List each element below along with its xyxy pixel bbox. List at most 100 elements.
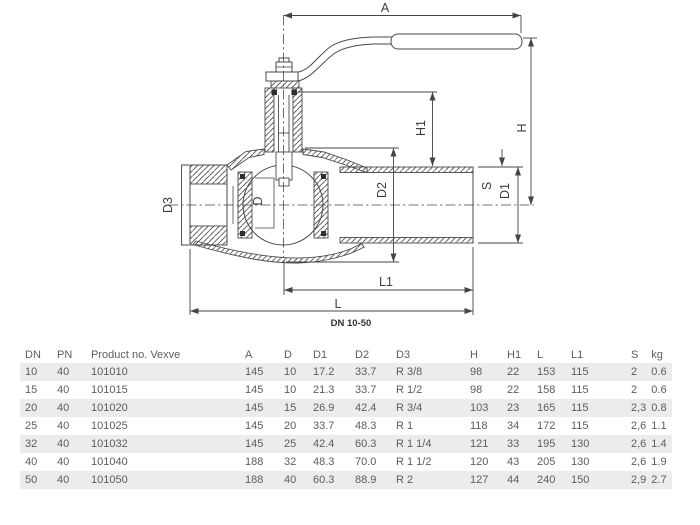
spec-table: DN PN Product no. Vexve A D D1 D2 D3 H H… [20,346,673,489]
cell: 101032 [86,435,240,453]
cell: 2,6 [631,420,647,432]
cell: 42.4 [350,399,391,417]
cell: 33 [502,435,532,453]
cell: 40 [52,435,86,453]
dim-d-bracket [255,177,275,229]
cell: 188 [240,471,279,489]
cell: 121 [465,435,502,453]
col-header-h: H [470,348,478,361]
dim-D1 [478,166,523,244]
cell: 33.7 [350,363,391,381]
cell: 101040 [91,456,128,468]
cell: 188 [245,456,264,468]
cell: 22 [502,363,532,381]
col-header-d3: D3 [396,348,411,361]
cell: 2,9 [626,471,647,489]
col-header-kg: kg [651,348,663,361]
cell: 20 [284,420,297,432]
cell: 17.2 [308,363,350,381]
handle [265,33,523,82]
dim-label-d: D [251,196,265,205]
cell: 10 [20,363,52,381]
col-header-l1: L1 [571,348,584,361]
cell: 98 [470,384,483,396]
cell: 2 [631,384,638,396]
cell: 40 [57,456,70,468]
cell: 50 [20,471,52,489]
cell: 145 [240,363,279,381]
dim-label-l1: L1 [379,275,393,289]
cell: 120 [470,456,489,468]
dim-label-d2: D2 [375,182,389,198]
cell: 23 [502,399,532,417]
cell: 0.6 [646,363,673,381]
cell: 101015 [91,384,128,396]
dimensions-group [181,12,537,315]
cell: 20 [20,399,52,417]
cell: 115 [571,384,589,396]
cell: 10 [284,384,297,396]
cell: 40 [25,456,38,468]
cell: 150 [566,471,626,489]
cell: 40 [52,363,86,381]
cell: 145 [240,399,279,417]
cell: 15 [25,384,38,396]
cell: 205 [537,456,556,468]
cell: 15 [279,399,308,417]
cell: 1.1 [651,420,667,432]
cell: R 1 1/2 [396,456,432,468]
dim-A [283,12,522,33]
cell: 44 [502,471,532,489]
col-header-a: A [245,348,253,361]
cell: R 1 [396,420,414,432]
cell: 130 [566,435,626,453]
valve-technical-drawing: A H H1 D3 D D2 S D1 L1 L DN 10-50 [161,1,537,329]
cell: 1.9 [651,456,667,468]
cell: 10 [279,363,308,381]
col-header-d2: D2 [355,348,370,361]
cell: 40 [52,471,86,489]
col-header-pn: PN [57,348,73,361]
cell: 43 [507,456,520,468]
cell: 33.7 [355,384,377,396]
col-header-s: S [631,348,639,361]
pipe-bottom-wall [339,237,474,244]
cell: 130 [571,456,590,468]
cell: 25 [25,420,38,432]
cell: 40 [279,471,308,489]
col-header-h1: H1 [507,348,522,361]
col-header-dn: DN [25,348,41,361]
cell: 60.3 [350,435,391,453]
cell: 25 [279,435,308,453]
cell: 48.3 [355,420,377,432]
cell: 158 [537,384,556,396]
cell: 165 [532,399,566,417]
cell: 145 [240,435,279,453]
cell: 32 [284,456,297,468]
cell: 115 [566,363,626,381]
stem-neck [264,80,303,187]
col-header-d: D [284,348,292,361]
cell: 60.3 [308,471,350,489]
cell: 33.7 [313,420,335,432]
cell: 2,3 [626,399,647,417]
cell: R 3/4 [391,399,465,417]
dim-label-h1: H1 [414,120,428,136]
cell: 32 [20,435,52,453]
cell: 2,6 [631,456,647,468]
lever-top-edge [297,36,392,73]
handle-grip [390,33,523,50]
cell: 2,6 [626,435,647,453]
cell: 101025 [91,420,128,432]
cell: 40 [52,399,86,417]
dim-label-a: A [381,1,390,15]
dim-D2 [286,147,399,263]
cell: 172 [537,420,556,432]
cell: 21.3 [313,384,335,396]
cell: 0.6 [651,384,667,396]
cell: 40 [57,420,70,432]
table-header-row: DN PN Product no. Vexve A D D1 D2 D3 H H… [20,346,672,363]
